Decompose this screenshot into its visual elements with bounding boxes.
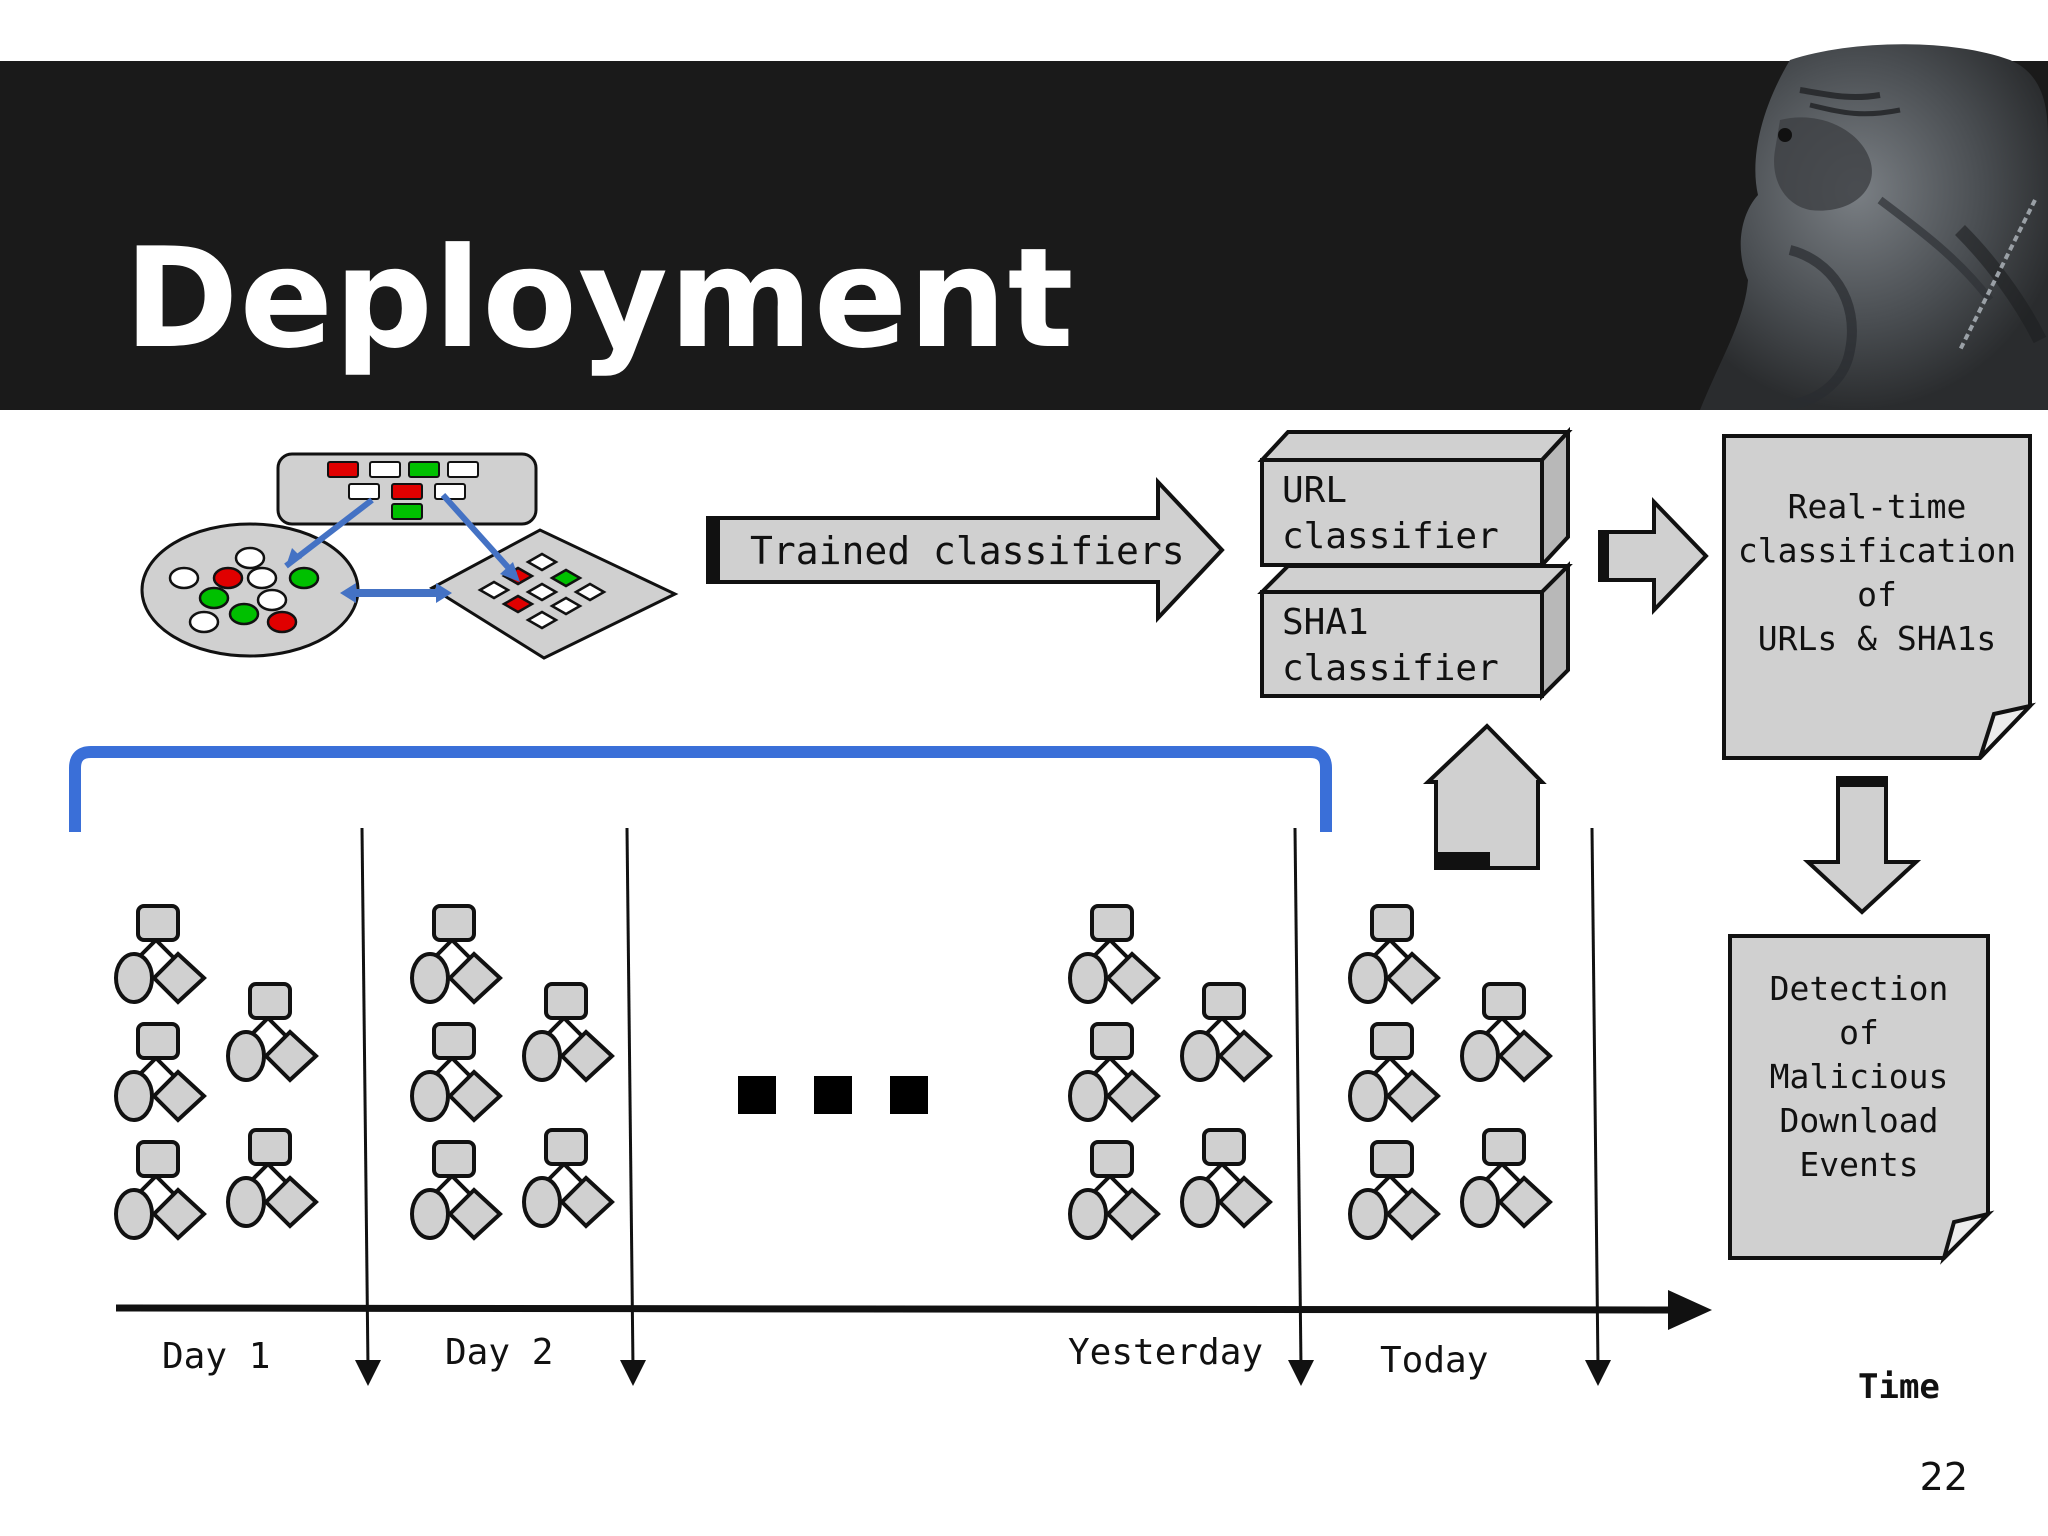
download-graph-icon: [410, 1140, 503, 1241]
sha1-classifier-box: SHA1 classifier: [1257, 561, 1573, 701]
page-number: 22: [1919, 1455, 1968, 1499]
url-classifier-line2: classifier: [1282, 516, 1499, 557]
ellipsis-square: [814, 1076, 852, 1114]
realtime-line4: URLs & SHA1s: [1758, 619, 1996, 658]
download-graph-icon: [1068, 1022, 1161, 1123]
slide-title: Deployment: [124, 218, 1075, 379]
day-label-yesterday: Yesterday: [1068, 1332, 1263, 1373]
data-point-diamond: [477, 580, 511, 600]
data-point-dot: [228, 602, 260, 626]
download-graph-icon: [114, 1140, 207, 1241]
download-graph-icon: [1348, 1022, 1441, 1123]
feature-cell: [408, 461, 440, 478]
download-graph-icon: [1348, 1140, 1441, 1241]
trained-classifiers-arrow: Trained classifiers: [706, 476, 1225, 624]
feature-cell: [327, 461, 359, 478]
up-arrow-icon: [1422, 723, 1547, 870]
trained-classifiers-label: Trained classifiers: [750, 529, 1185, 573]
download-graph-icon: [522, 1128, 615, 1229]
data-point-dot: [188, 610, 220, 634]
detection-line3: Malicious: [1770, 1057, 1949, 1096]
data-point-diamond: [525, 610, 559, 630]
download-graph-icon: [522, 982, 615, 1083]
time-axis-label: Time: [1858, 1367, 1940, 1407]
data-point-dot: [212, 566, 244, 590]
data-point-dot: [234, 546, 266, 570]
ellipsis-square: [738, 1076, 776, 1114]
url-classifier-box: URL classifier: [1257, 426, 1573, 571]
sha1-classifier-line2: classifier: [1282, 648, 1499, 689]
data-point-dot: [246, 566, 278, 590]
detection-document: Detection of Malicious Download Events: [1728, 934, 1995, 1265]
data-point-diamond: [525, 582, 559, 602]
day-label-1: Day 1: [162, 1336, 270, 1377]
detection-line2: of: [1839, 1013, 1879, 1052]
feature-cell: [348, 483, 380, 500]
data-point-dot: [288, 566, 320, 590]
download-graph-icon: [1180, 982, 1273, 1083]
day-label-today: Today: [1380, 1340, 1488, 1381]
detection-line4: Download: [1780, 1101, 1939, 1140]
database-graph-icon: [140, 452, 679, 660]
download-graph-icon: [1068, 904, 1161, 1005]
data-point-diamond: [573, 582, 607, 602]
detection-line1: Detection: [1770, 969, 1949, 1008]
realtime-line2: classification: [1738, 531, 2016, 570]
data-point-dot: [198, 586, 230, 610]
download-graph-icon: [1348, 904, 1441, 1005]
download-graph-icon: [1068, 1140, 1161, 1241]
realtime-line3: of: [1857, 575, 1897, 614]
header-band: [0, 61, 2048, 410]
data-point-diamond: [549, 568, 583, 588]
day-label-2: Day 2: [445, 1332, 553, 1373]
download-graph-icon: [1180, 1128, 1273, 1229]
download-graph-icon: [114, 1022, 207, 1123]
data-point-diamond: [549, 596, 583, 616]
feature-cell: [434, 483, 466, 500]
history-bracket: [69, 746, 1332, 832]
realtime-classification-document: Real-time classification of URLs & SHA1s: [1722, 434, 2037, 760]
download-graph-icon: [114, 904, 207, 1005]
ellipsis-marks: [738, 1076, 928, 1114]
right-arrow-icon: [1598, 497, 1709, 615]
realtime-line1: Real-time: [1788, 487, 1967, 526]
sha1-classifier-line1: SHA1: [1282, 602, 1369, 643]
feature-cell: [447, 461, 479, 478]
download-graph-icon: [1460, 982, 1553, 1083]
ellipsis-square: [890, 1076, 928, 1114]
feature-cell: [391, 483, 423, 500]
url-classifier-line1: URL: [1282, 470, 1347, 511]
data-point-diamond: [501, 594, 535, 614]
download-graph-groups: [114, 904, 1553, 1241]
data-point-dot: [266, 610, 298, 634]
data-point-dot: [256, 588, 288, 612]
detection-line5: Events: [1799, 1145, 1918, 1184]
data-point-diamond: [525, 552, 559, 572]
download-graph-icon: [1460, 1128, 1553, 1229]
download-graph-icon: [410, 904, 503, 1005]
download-graph-icon: [226, 982, 319, 1083]
feature-cell: [391, 503, 423, 520]
download-graph-icon: [410, 1022, 503, 1123]
feature-cell: [369, 461, 401, 478]
down-arrow-icon: [1802, 776, 1922, 915]
data-point-dot: [168, 566, 200, 590]
download-graph-icon: [226, 1128, 319, 1229]
time-axis: [115, 1290, 1712, 1330]
day-separators: [355, 827, 1611, 1386]
mastiff-dog-photo-icon: [1700, 44, 2048, 410]
